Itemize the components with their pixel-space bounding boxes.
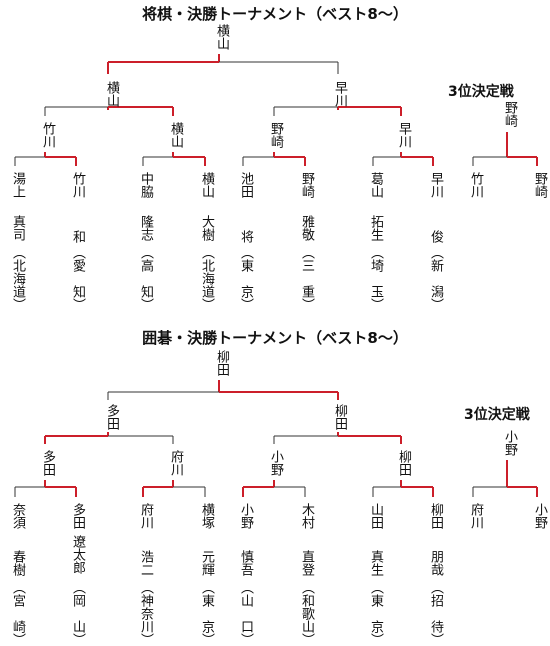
go-player-6-given: 直登: [299, 550, 314, 576]
shogi-third-player-2: 野崎: [532, 172, 547, 198]
shogi-player-7-given: 拓生: [368, 215, 383, 241]
go-semi-2: 柳田: [332, 404, 347, 430]
shogi-player-7-pref: （埼 玉）: [368, 246, 383, 311]
go-player-3-given: 浩二: [138, 550, 153, 576]
go-quarter-3: 小野: [268, 450, 283, 476]
shogi-player-3-pref: （高 知）: [138, 246, 153, 311]
shogi-player-2-pref: （愛 知）: [70, 246, 85, 311]
shogi-quarter-3: 野崎: [268, 122, 283, 148]
shogi-player-6-pref: （三 重）: [299, 246, 314, 311]
go-third-title: 3位決定戦: [464, 407, 530, 423]
shogi-player-2-given: 和: [70, 230, 85, 243]
shogi-player-4-name: 横山: [199, 172, 214, 198]
go-player-4-pref: （東 京）: [199, 581, 214, 646]
shogi-player-7-name: 葛山: [368, 172, 383, 198]
shogi-player-2-name: 竹川: [70, 172, 85, 198]
go-player-7-given: 真生: [368, 550, 383, 576]
go-quarter-1: 多田: [40, 450, 55, 476]
go-player-6-name: 木村: [299, 503, 314, 529]
go-player-4-name: 横塚: [199, 503, 214, 529]
go-player-7-pref: （東 京）: [368, 581, 383, 646]
go-player-5-given: 慎吾: [238, 550, 253, 576]
go-player-3-pref: （神奈川）: [138, 581, 153, 646]
go-player-1-pref: （宮 崎）: [10, 581, 25, 646]
shogi-player-1-given: 真司: [10, 215, 25, 241]
go-player-2-name: 多田: [70, 503, 85, 529]
go-player-8-name: 柳田: [428, 503, 443, 529]
go-player-1-name: 奈須: [10, 503, 25, 529]
go-third-winner: 小野: [502, 430, 517, 456]
go-player-3-name: 府川: [138, 503, 153, 529]
go-quarter-4: 柳田: [396, 450, 411, 476]
shogi-player-6-given: 雅敬: [299, 215, 314, 241]
shogi-player-8-given: 俊: [428, 230, 443, 243]
shogi-player-8-pref: （新 潟）: [428, 246, 443, 311]
go-player-5-name: 小野: [238, 503, 253, 529]
shogi-player-1-pref: （北海道）: [10, 246, 25, 311]
go-player-2-pref: （岡 山）: [70, 581, 85, 646]
shogi-player-5-pref: （東 京）: [238, 246, 253, 311]
shogi-third-title: 3位決定戦: [448, 84, 514, 100]
go-player-1-given: 春樹: [10, 550, 25, 576]
shogi-third-winner: 野崎: [502, 101, 517, 127]
go-champion: 柳田: [214, 350, 229, 376]
go-player-5-pref: （山 口）: [238, 581, 253, 646]
shogi-semi-2: 早川: [332, 81, 347, 107]
shogi-quarter-1: 竹川: [40, 122, 55, 148]
shogi-player-8-name: 早川: [428, 172, 443, 198]
go-third-player-1: 府川: [468, 503, 483, 529]
shogi-player-3-given: 隆志: [138, 215, 153, 241]
shogi-quarter-4: 早川: [396, 122, 411, 148]
shogi-player-1-name: 湯上: [10, 172, 25, 198]
go-player-8-given: 朋哉: [428, 550, 443, 576]
shogi-title: 将棋・決勝トーナメント（ベスト8～）: [142, 5, 408, 23]
go-third-player-2: 小野: [532, 503, 547, 529]
shogi-player-4-pref: （北海道）: [199, 246, 214, 311]
go-player-4-given: 元輝: [199, 550, 214, 576]
shogi-player-6-name: 野崎: [299, 172, 314, 198]
go-semi-1: 多田: [104, 404, 119, 430]
shogi-semi-1: 横山: [104, 81, 119, 107]
go-title: 囲碁・決勝トーナメント（ベスト8～）: [142, 329, 408, 347]
go-player-6-pref: （和歌山）: [299, 581, 314, 646]
shogi-quarter-2: 横山: [168, 122, 183, 148]
shogi-third-player-1: 竹川: [468, 172, 483, 198]
shogi-player-5-given: 将: [238, 230, 253, 243]
go-player-8-pref: （招 待）: [428, 581, 443, 646]
shogi-player-5-name: 池田: [238, 172, 253, 198]
go-player-2-given: 遼太郎: [70, 535, 85, 574]
shogi-player-3-name: 中脇: [138, 172, 153, 198]
shogi-champion: 横山: [214, 24, 229, 50]
shogi-player-4-given: 大樹: [199, 215, 214, 241]
go-quarter-2: 府川: [168, 450, 183, 476]
go-player-7-name: 山田: [368, 503, 383, 529]
